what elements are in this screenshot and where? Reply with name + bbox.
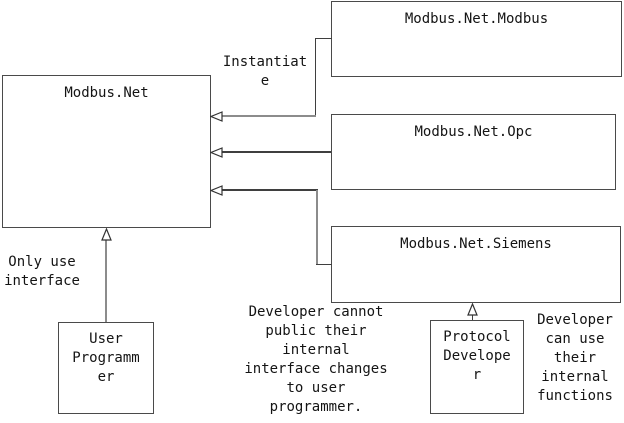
connector-modbus-h-short xyxy=(316,38,332,39)
connector-siemens-h-short xyxy=(316,264,332,265)
box-protocol-developer: Protocol Develope r xyxy=(430,320,524,414)
box-user-programmer: User Programm er xyxy=(58,322,154,414)
box-modbus-net-opc-label: Modbus.Net.Opc xyxy=(414,124,533,140)
box-user-programmer-label: User Programm er xyxy=(72,331,140,385)
connector-user-v xyxy=(105,240,107,322)
box-modbus-net-opc: Modbus.Net.Opc xyxy=(331,114,616,190)
connector-modbus-v xyxy=(315,38,316,116)
connector-siemens-v xyxy=(316,190,318,265)
note-instantiate: Instantiat e xyxy=(222,54,308,89)
arrowhead-left-icon xyxy=(210,146,223,159)
box-modbus-net-label: Modbus.Net xyxy=(64,85,149,101)
note-only-use-interface: Only use interface xyxy=(4,254,80,289)
connector-siemens-h-long xyxy=(222,189,318,191)
box-modbus-net-siemens-label: Modbus.Net.Siemens xyxy=(400,236,552,252)
box-modbus-net-siemens: Modbus.Net.Siemens xyxy=(331,226,621,303)
arrowhead-left-icon xyxy=(210,184,223,197)
box-modbus-net: Modbus.Net xyxy=(2,75,211,228)
connector-opc-h xyxy=(222,151,331,153)
connector-modbus-h-long xyxy=(222,115,316,117)
arrowhead-up-icon xyxy=(100,228,113,241)
note-developer-can-use: Developer can use their internal functio… xyxy=(537,312,613,404)
connector-protocol-v xyxy=(472,314,473,320)
box-modbus-net-modbus: Modbus.Net.Modbus xyxy=(331,1,622,77)
box-modbus-net-modbus-label: Modbus.Net.Modbus xyxy=(404,11,549,27)
box-protocol-developer-label: Protocol Develope r xyxy=(443,329,511,383)
arrowhead-left-icon xyxy=(210,110,223,123)
note-developer-cannot: Developer cannot public their internal i… xyxy=(244,304,388,415)
arrowhead-up-icon xyxy=(466,303,479,316)
